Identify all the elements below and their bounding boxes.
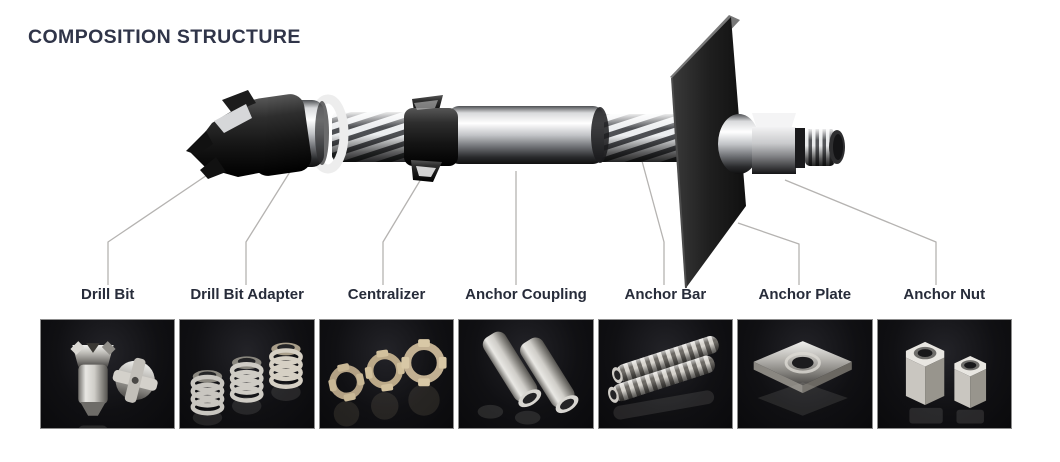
leader-line-centralizer — [382, 178, 422, 285]
label-anchor-bar: Anchor Bar — [624, 286, 707, 303]
anchor-coupling-render — [448, 106, 609, 164]
drill-bit-photo-graphic — [70, 341, 158, 428]
label-anchor-nut: Anchor Nut — [903, 286, 986, 303]
anchor-plate-photo — [737, 319, 873, 429]
centralizer-photo — [318, 319, 455, 429]
anchor-bar-thread-segment-1 — [332, 112, 418, 162]
anchor-nut-photo — [876, 319, 1012, 429]
anchor-bar-thread-segment-2 — [594, 114, 696, 162]
leader-line-anchor-nut — [784, 179, 937, 285]
label-drill-bit: Drill Bit — [81, 286, 135, 303]
label-anchor-coupling: Anchor Coupling — [465, 286, 587, 303]
drill-bit-render — [186, 90, 312, 179]
anchor-bar-photo — [597, 319, 734, 429]
anchor-coupling-photo-graphic — [477, 331, 579, 425]
product-photo-strip — [40, 319, 1012, 429]
label-anchor-plate: Anchor Plate — [758, 286, 852, 303]
anchor-bolt-assembly-illustration — [107, 15, 937, 289]
centralizer-render — [404, 95, 458, 182]
part-labels-row: Drill Bit Drill Bit Adapter Centralizer … — [40, 284, 1012, 306]
label-centralizer: Centralizer — [347, 286, 426, 303]
centralizer-photo-graphic — [328, 339, 447, 427]
leader-lines — [107, 158, 937, 285]
section-title: COMPOSITION STRUCTURE — [28, 26, 301, 48]
drill-bit-adapter-photo — [179, 319, 315, 429]
anchor-coupling-photo — [458, 319, 594, 429]
leader-line-anchor-plate — [737, 222, 800, 285]
label-drill-bit-adapter: Drill Bit Adapter — [190, 286, 304, 303]
leader-line-drill-bit-adapter — [245, 158, 299, 285]
anchor-plate-photo-graphic — [753, 341, 852, 416]
leader-line-drill-bit — [107, 166, 220, 285]
drill-bit-adapter-photo-graphic — [190, 342, 304, 426]
anchor-plate-render — [670, 15, 746, 289]
anchor-nut-render — [718, 113, 845, 174]
anchor-bar-photo-graphic — [607, 336, 719, 420]
anchor-nut-photo-graphic — [905, 341, 986, 424]
leader-line-anchor-bar — [641, 160, 665, 285]
drill-bit-photo — [40, 319, 176, 429]
